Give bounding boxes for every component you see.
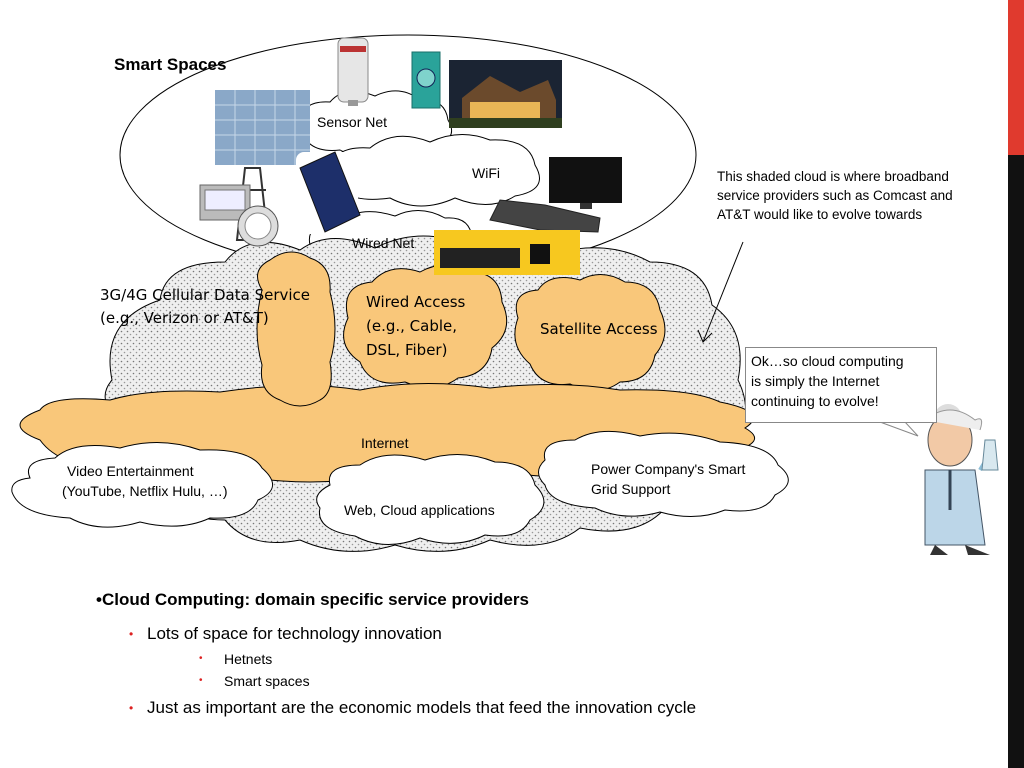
bullet-sub1-item-2-text: Smart spaces (224, 673, 310, 689)
professor-cartoon (924, 404, 999, 555)
sensor-net-label: Sensor Net (317, 114, 388, 130)
bullet-list: • Cloud Computing: domain specific servic… (96, 588, 976, 720)
smart-meter-image (199, 184, 279, 247)
accent-bar-red (1008, 0, 1024, 155)
video-cloud (11, 442, 273, 528)
wired-access-label-line2: (e.g., Cable, (366, 317, 458, 335)
solar-panel-image (215, 90, 310, 165)
accent-bar-dark (1008, 155, 1024, 768)
washer-image (411, 51, 441, 109)
bubble-line1: Ok…so cloud computing (751, 353, 904, 369)
satellite-access-cloud (514, 274, 666, 391)
wired-access-cloud (343, 264, 508, 389)
smart-spaces-label: Smart Spaces (114, 55, 227, 74)
dvr-image (434, 230, 580, 275)
wired-access-label-line3: DSL, Fiber) (366, 341, 448, 359)
cellular-label-line2: (e.g., Verizon or AT&T) (100, 309, 269, 327)
tv-image (549, 157, 622, 209)
bullet-sub2-text: Just as important are the economic model… (147, 698, 697, 717)
bullet-sub1-item-1-text: Hetnets (224, 651, 273, 667)
bubble-line2: is simply the Internet (751, 373, 880, 389)
power-cloud (538, 430, 789, 518)
smartphone-image (296, 151, 361, 234)
internet-label: Internet (361, 435, 409, 451)
annotation-line2: service providers such as Comcast and (717, 188, 953, 203)
bullet-sub1: • Lots of space for technology innovation (96, 622, 976, 646)
wired-net-label: Wired Net (352, 235, 415, 251)
bullet-main: •Cloud Computing: domain specific servic… (96, 590, 529, 609)
bullet-dot: • (199, 675, 203, 686)
bullet-sub1-text: Lots of space for technology innovation (147, 624, 442, 643)
cellular-label-line1: 3G/4G Cellular Data Service (100, 286, 311, 304)
annotation-line1: This shaded cloud is where broadband (717, 169, 949, 184)
bullet-sub1-item-1: • Hetnets (96, 648, 976, 670)
speech-bubble: Ok…so cloud computing is simply the Inte… (745, 347, 937, 423)
bubble-tail (879, 421, 919, 437)
bubble-line3: continuing to evolve! (751, 393, 879, 409)
bullet-dot: • (129, 701, 134, 715)
power-label-line2: Grid Support (591, 481, 671, 497)
power-label-line1: Power Company's Smart (591, 461, 746, 477)
cellular-cloud (256, 251, 336, 407)
bullet-sub2: • Just as important are the economic mode… (96, 696, 976, 720)
wired-access-label-line1: Wired Access (366, 293, 466, 311)
bullet-dot: • (199, 653, 203, 664)
video-label-line2: (YouTube, Netflix Hulu, …) (62, 483, 228, 499)
water-heater-image (337, 37, 369, 106)
web-cloud-label: Web, Cloud applications (344, 502, 495, 518)
annotation-arrow-head (697, 329, 713, 343)
bullet-dot: • (129, 627, 134, 641)
house-image (449, 60, 562, 128)
wifi-cloud (329, 134, 540, 207)
annotation-line3: AT&T would like to evolve towards (717, 207, 923, 222)
wifi-label: WiFi (472, 165, 500, 181)
annotation-arrow (702, 241, 744, 343)
bullet-sub1-item-2: • Smart spaces (96, 670, 976, 692)
video-label-line1: Video Entertainment (67, 463, 194, 479)
bullet-main-text: Cloud Computing: domain specific service… (101, 590, 529, 609)
satellite-access-label: Satellite Access (540, 320, 658, 338)
web-cloud-cloud (316, 453, 545, 546)
